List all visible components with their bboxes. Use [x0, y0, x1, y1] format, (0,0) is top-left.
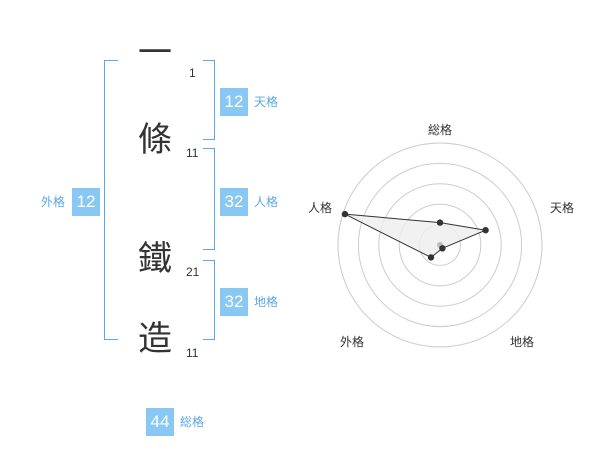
radar-point-2	[439, 245, 446, 252]
jinkaku-bracket	[203, 148, 215, 250]
radar-ring	[378, 183, 502, 307]
soukaku-value-badge: 44	[146, 408, 174, 436]
tenkaku-bracket	[203, 60, 215, 140]
chikaku-bracket	[203, 260, 215, 340]
name-char-3: 鐵	[138, 239, 172, 279]
stroke-count-2: 11	[186, 146, 199, 160]
fortune-radar-chart: 総格 天格 地格 外格 人格	[308, 122, 574, 349]
radar-shape	[344, 213, 488, 258]
radar-axis-label-gaikaku: 外格	[340, 334, 364, 349]
radar-axis-label-jinkaku: 人格	[308, 200, 332, 215]
chikaku-label: 地格	[254, 295, 279, 309]
radar-axis-label-chikaku: 地格	[510, 334, 534, 349]
gaikaku-value-badge: 12	[72, 188, 100, 216]
stroke-count-3: 21	[186, 265, 200, 279]
radar-point-3	[427, 254, 435, 261]
gaikaku-label: 外格	[41, 195, 66, 209]
chikaku-value-badge: 32	[220, 288, 248, 316]
soukaku-label: 総格	[180, 415, 205, 429]
radar-ring	[398, 203, 482, 287]
radar-point-1	[482, 227, 489, 234]
radar-point-0	[436, 219, 444, 226]
name-char-2: 條	[138, 120, 172, 160]
tenkaku-label: 天格	[254, 95, 279, 109]
radar-point-4	[341, 210, 349, 218]
radar-axis-label-tenkaku: 天格	[550, 200, 574, 215]
radar-ring	[337, 142, 543, 348]
radar-axis-label-soukaku: 総格	[428, 122, 452, 137]
stroke-count-1: 1	[189, 66, 196, 80]
stroke-count-4: 11	[186, 346, 199, 360]
tenkaku-value-badge: 12	[220, 88, 248, 116]
radar-ring	[357, 162, 523, 328]
jinkaku-value-badge: 32	[220, 188, 248, 216]
gaikaku-bracket	[104, 60, 118, 340]
name-char-4: 造	[138, 319, 172, 359]
jinkaku-label: 人格	[254, 195, 279, 209]
name-char-1: 一	[138, 33, 172, 73]
